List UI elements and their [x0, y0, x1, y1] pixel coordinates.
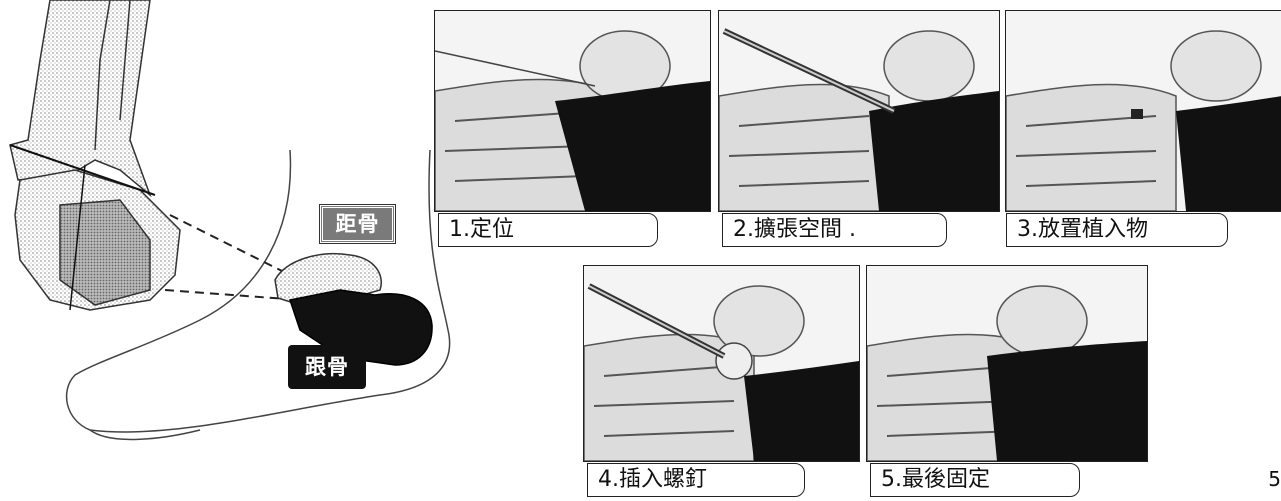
calcaneus-label: 跟骨 — [288, 345, 366, 389]
left-hindfoot — [9, 144, 181, 311]
step-4-image — [583, 265, 860, 462]
ankle-illustration — [9, 0, 451, 441]
step-2-caption: 2.擴張空間 . — [722, 213, 947, 247]
step-4-caption: 4.插入螺釘 — [587, 463, 805, 497]
step-2-image — [718, 10, 1000, 212]
step-5-image — [866, 265, 1148, 462]
tibia-fibula — [9, 0, 152, 198]
step-3-image — [1005, 10, 1281, 212]
step-1-image — [434, 10, 711, 212]
page-number: 5 — [1268, 467, 1281, 491]
talus-label: 距骨 — [319, 204, 396, 244]
step-3-caption: 3.放置植入物 — [1006, 213, 1228, 247]
step-1-caption: 1.定位 — [438, 213, 658, 247]
step-5-caption: 5.最後固定 — [870, 463, 1080, 497]
foot-outline — [65, 149, 451, 441]
